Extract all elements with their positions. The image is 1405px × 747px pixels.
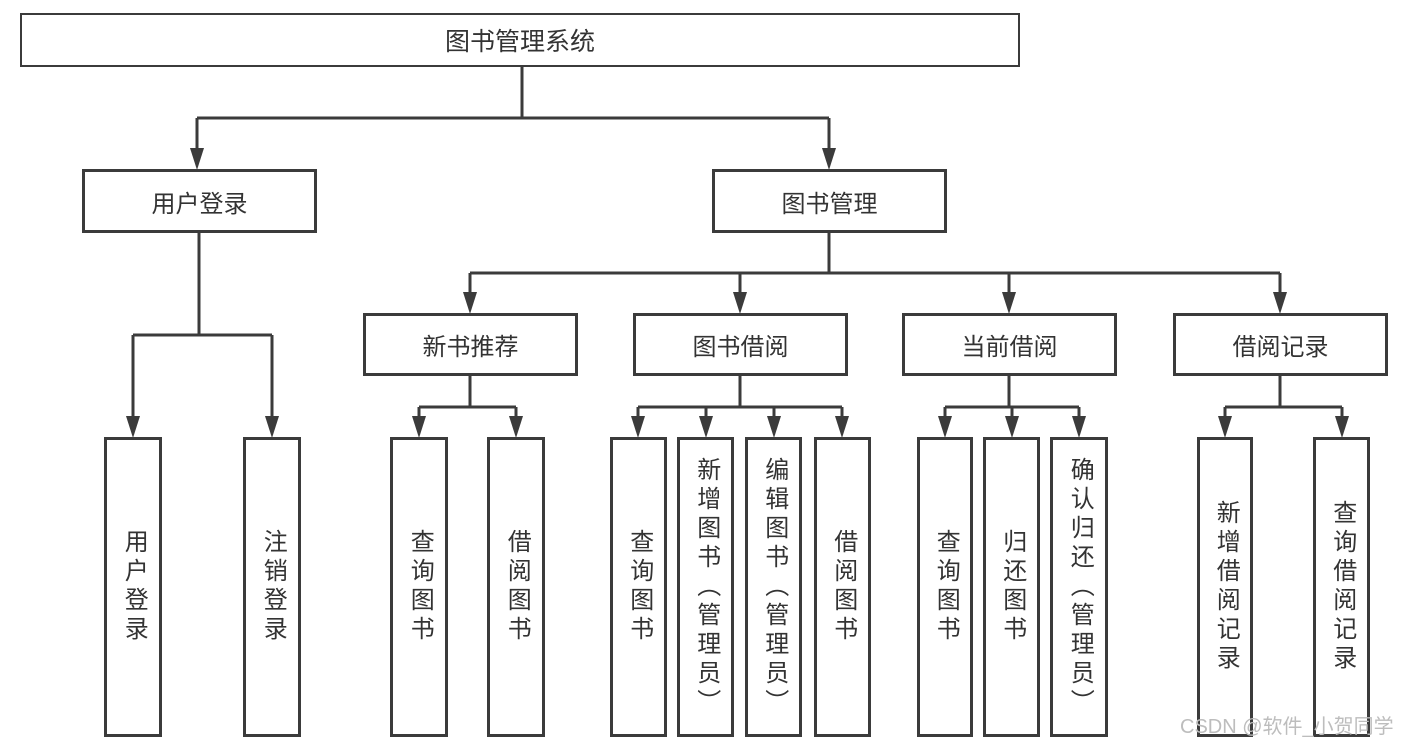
leaf-confirm-return-admin: 确认归还（管理员） [1050, 437, 1108, 737]
node-user-login: 用户登录 [82, 169, 317, 233]
connector-new-book-branch [412, 376, 523, 438]
node-borrowing-records: 借阅记录 [1173, 313, 1388, 376]
node-label: 用户登录 [120, 529, 148, 645]
node-library-management-system: 图书管理系统 [20, 13, 1020, 67]
leaf-logout: 注销登录 [243, 437, 301, 737]
leaf-query-borrow-record: 查询借阅记录 [1313, 437, 1370, 737]
node-label: 编辑图书（管理员） [760, 456, 788, 718]
node-label: 图书管理系统 [444, 28, 595, 56]
leaf-edit-book-admin: 编辑图书（管理员） [745, 437, 802, 737]
connector-book-management-branch [463, 233, 1287, 314]
node-label: 查询图书 [625, 529, 653, 645]
node-label: 确认归还（管理员） [1066, 456, 1094, 718]
leaf-query-books-recommend: 查询图书 [390, 437, 448, 737]
node-label: 当前借阅 [961, 334, 1058, 361]
node-label: 图书借阅 [692, 334, 789, 361]
node-label: 查询图书 [406, 529, 434, 645]
node-label: 借阅记录 [1232, 334, 1329, 361]
leaf-query-books-borrowing: 查询图书 [610, 437, 667, 737]
node-label: 图书管理 [781, 190, 878, 218]
leaf-return-books: 归还图书 [983, 437, 1040, 737]
node-label: 借阅图书 [829, 529, 857, 645]
leaf-add-borrow-record: 新增借阅记录 [1197, 437, 1253, 737]
node-new-book-recommend: 新书推荐 [363, 313, 578, 376]
node-current-borrowing: 当前借阅 [902, 313, 1117, 376]
node-label: 新增图书（管理员） [692, 456, 720, 718]
leaf-query-books-current: 查询图书 [917, 437, 973, 737]
csdn-watermark: CSDN @软件_小贺同学 [1180, 716, 1394, 738]
node-label: 查询借阅记录 [1328, 500, 1356, 674]
connector-root-to-level2 [190, 67, 836, 170]
connector-borrow-records-branch [1218, 376, 1349, 438]
connector-user-login-branch [126, 233, 279, 438]
node-label: 新书推荐 [422, 334, 519, 361]
leaf-borrow-books-borrowing: 借阅图书 [814, 437, 871, 737]
connector-book-borrow-branch [631, 376, 849, 438]
connector-current-borrow-branch [938, 376, 1086, 438]
node-label: 归还图书 [998, 529, 1026, 645]
node-label: 注销登录 [259, 529, 287, 645]
node-label: 用户登录 [151, 190, 248, 218]
node-book-borrowing: 图书借阅 [633, 313, 848, 376]
node-label: 借阅图书 [503, 529, 531, 645]
node-label: 查询图书 [932, 529, 960, 645]
leaf-add-book-admin: 新增图书（管理员） [677, 437, 734, 737]
leaf-borrow-books-recommend: 借阅图书 [487, 437, 545, 737]
node-label: 新增借阅记录 [1212, 500, 1240, 674]
leaf-user-login: 用户登录 [104, 437, 162, 737]
node-book-management: 图书管理 [712, 169, 947, 233]
